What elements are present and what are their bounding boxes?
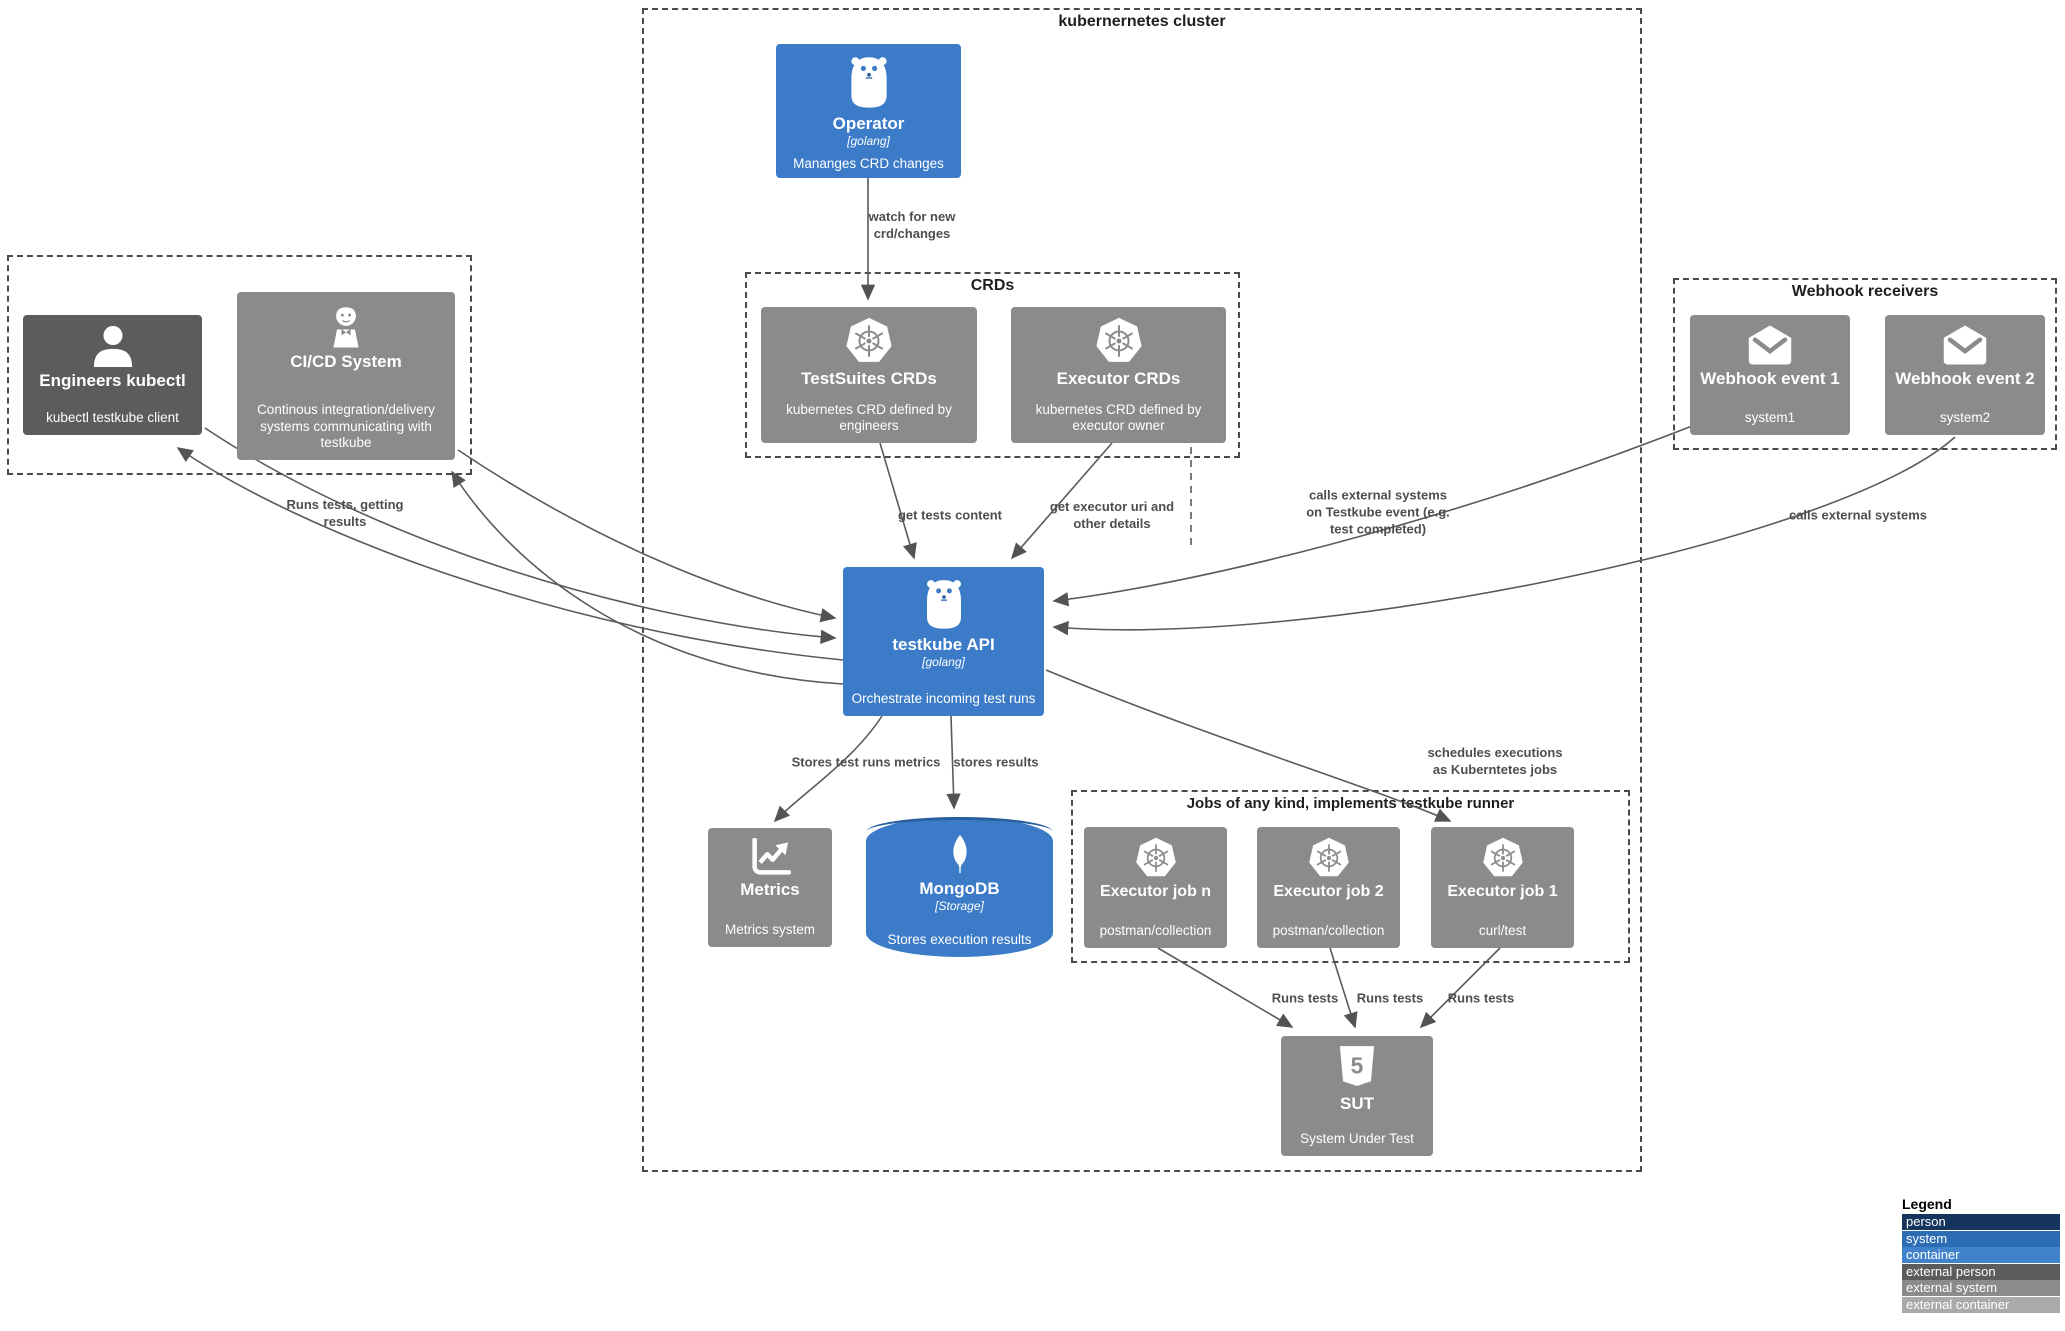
node-desc: postman/collection: [1099, 922, 1212, 938]
legend-item-external-person: external person: [1902, 1263, 2060, 1280]
node-title: TestSuites CRDs: [801, 369, 937, 388]
node-testsuites-crds: TestSuites CRDs kubernetes CRD defined b…: [761, 307, 977, 443]
legend: Legend person system container external …: [1902, 1196, 2060, 1313]
golang-gopher-icon: [926, 580, 961, 629]
edge-label-schedules-executions: schedules executions as Kuberntetes jobs: [1427, 745, 1563, 777]
node-desc: Mananges CRD changes: [793, 155, 944, 171]
node-desc: System Under Test: [1300, 1130, 1414, 1146]
node-title: SUT: [1340, 1094, 1374, 1113]
node-title: Engineers kubectl: [39, 371, 186, 390]
node-executor-job-n: Executor job n postman/collection: [1084, 827, 1227, 948]
legend-item-system: system: [1902, 1230, 2060, 1247]
node-title: testkube API: [892, 635, 995, 654]
edge-label-stores-results: stores results: [953, 754, 1039, 770]
legend-item-external-container: external container: [1902, 1296, 2060, 1313]
legend-item-external-system: external system: [1902, 1280, 2060, 1296]
node-metrics: Metrics Metrics system: [708, 828, 832, 947]
group-webhook-receivers-title: Webhook receivers: [1791, 283, 1939, 300]
node-title: Executor job n: [1099, 883, 1212, 900]
group-crds-title: CRDs: [970, 277, 1015, 294]
edge-label-calls-on-event: calls external systems on Testkube event…: [1306, 487, 1450, 537]
legend-title: Legend: [1902, 1196, 1952, 1212]
node-webhook-event-2: Webhook event 2 system2: [1885, 315, 2045, 435]
edge-label-runs-tests-2: Runs tests: [1356, 990, 1424, 1006]
node-desc: kubectl testkube client: [46, 409, 179, 425]
node-sut: 5 SUT System Under Test: [1281, 1036, 1433, 1156]
kubernetes-icon: [1095, 317, 1142, 362]
kubernetes-icon: [1308, 837, 1349, 877]
kubernetes-icon: [1135, 837, 1176, 877]
edge-label-watch-for-new-crd: watch for new crd/changes: [868, 209, 956, 241]
legend-item-person: person: [1902, 1214, 2060, 1230]
node-desc: system2: [1939, 409, 1991, 425]
chart-icon: [752, 838, 791, 875]
edge-label-runs-tests-getting: Runs tests, getting results: [286, 497, 404, 529]
node-executor-crds: Executor CRDs kubernetes CRD defined by …: [1011, 307, 1226, 443]
edge-label-runs-tests-3: Runs tests: [1447, 990, 1515, 1006]
node-title: Operator: [832, 114, 905, 133]
open-envelope-icon: [1748, 325, 1792, 365]
node-title: Executor job 1: [1447, 883, 1558, 900]
html5-icon: 5: [1339, 1046, 1375, 1087]
group-jobs-title: Jobs of any kind, implements testkube ru…: [1186, 795, 1515, 812]
edge-label-runs-tests-1: Runs tests: [1271, 990, 1339, 1006]
group-crds: CRDs: [745, 272, 1240, 458]
node-tech: [Storage]: [935, 898, 984, 913]
node-tech: [golang]: [922, 654, 965, 669]
kubernetes-icon: [846, 317, 892, 362]
node-desc: Metrics system: [724, 921, 815, 937]
edge-label-calls-external: calls external systems: [1788, 507, 1928, 523]
node-desc: curl/test: [1478, 922, 1527, 938]
open-envelope-icon: [1943, 325, 1987, 365]
node-title: Executor job 2: [1273, 883, 1384, 900]
node-desc: Stores execution results: [887, 931, 1032, 947]
node-webhook-event-1: Webhook event 1 system1: [1690, 315, 1850, 435]
edge-label-get-executor-uri: get executor uri and other details: [1049, 499, 1175, 531]
jenkins-icon: [333, 304, 359, 348]
node-desc: Continous integration/delivery systems c…: [257, 402, 435, 450]
mongodb-leaf-icon: [952, 834, 967, 874]
node-executor-job-2: Executor job 2 postman/collection: [1257, 827, 1400, 948]
node-title: Webhook event 1: [1700, 369, 1840, 388]
svg-text:5: 5: [1351, 1053, 1364, 1079]
node-desc: system1: [1744, 409, 1796, 425]
node-desc: postman/collection: [1272, 922, 1385, 938]
node-engineers-kubectl: Engineers kubectl kubectl testkube clien…: [23, 315, 202, 435]
node-desc: kubernetes CRD defined by engineers: [786, 401, 952, 433]
node-mongodb: MongoDB [Storage] Stores execution resul…: [866, 817, 1053, 957]
node-tech: [golang]: [847, 133, 890, 148]
edge-label-get-tests-content: get tests content: [897, 507, 1003, 523]
node-title: CI/CD System: [290, 352, 402, 371]
node-desc: Orchestrate incoming test runs: [851, 690, 1036, 706]
group-kubernetes-cluster-title: kubernernetes cluster: [1058, 13, 1226, 30]
node-operator: Operator [golang] Mananges CRD changes: [776, 44, 961, 178]
legend-item-container: container: [1902, 1247, 2060, 1263]
node-title: Executor CRDs: [1056, 369, 1181, 388]
node-testkube-api: testkube API [golang] Orchestrate incomi…: [843, 567, 1044, 716]
kubernetes-icon: [1482, 837, 1523, 877]
node-cicd-system: CI/CD System Continous integration/deliv…: [237, 292, 455, 460]
node-desc: kubernetes CRD defined by executor owner: [1035, 401, 1202, 433]
node-executor-job-1: Executor job 1 curl/test: [1431, 827, 1574, 948]
node-title: Metrics: [740, 880, 800, 899]
person-icon: [93, 325, 132, 367]
node-title: MongoDB: [919, 879, 1000, 898]
node-title: Webhook event 2: [1895, 369, 2035, 388]
edge-label-stores-metrics: Stores test runs metrics: [791, 754, 941, 770]
golang-gopher-icon: [850, 57, 887, 108]
